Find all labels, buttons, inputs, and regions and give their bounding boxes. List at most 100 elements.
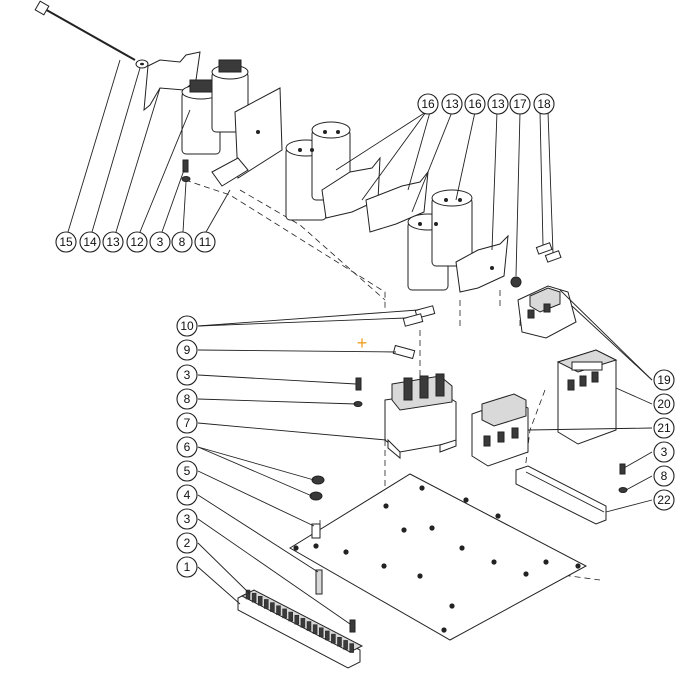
screw-3-right (619, 463, 626, 475)
svg-text:18: 18 (537, 97, 551, 111)
fuses-10 (402, 305, 436, 327)
callout-top-11: 11 (194, 231, 216, 253)
callout-left-1: 1 (176, 556, 198, 578)
callout-top-13: 13 (102, 231, 124, 253)
din-rail-22 (515, 465, 607, 525)
svg-text:7: 7 (184, 416, 191, 430)
callout-upper-18: 18 (533, 93, 555, 115)
svg-text:14: 14 (83, 235, 97, 249)
mounting-bracket-11 (211, 87, 283, 187)
callout-top-8: 8 (171, 231, 193, 253)
terminal-tooth (349, 643, 354, 653)
svg-text:21: 21 (657, 421, 671, 435)
callout-top-12: 12 (126, 231, 148, 253)
terminal-tooth (251, 592, 257, 603)
overload-relay-21 (471, 393, 529, 467)
svg-text:3: 3 (184, 368, 191, 382)
terminal-tooth (300, 618, 306, 628)
terminal-tooth (294, 614, 300, 625)
contactor-20 (556, 349, 618, 445)
svg-text:2: 2 (184, 536, 191, 550)
callout-left-8: 8 (176, 388, 198, 410)
screw-3-mid (355, 377, 362, 391)
terminal-tooth (276, 605, 281, 615)
svg-text:8: 8 (179, 235, 186, 249)
callout-left-9: 9 (176, 339, 198, 361)
callout-upper-17: 17 (509, 93, 531, 115)
callout-left-7: 7 (176, 412, 198, 434)
callout-right-21: 21 (653, 417, 675, 439)
washer-14 (135, 59, 149, 69)
terminal-tooth (245, 589, 251, 600)
callout-left-2: 2 (176, 532, 198, 554)
terminal-tooth (318, 627, 324, 638)
leader-lines (67, 59, 653, 625)
long-bolt (34, 0, 136, 61)
callout-left-3b: 3 (176, 508, 198, 530)
svg-text:4: 4 (184, 488, 191, 502)
svg-text:16: 16 (468, 97, 482, 111)
svg-text:12: 12 (130, 235, 144, 249)
bracket-13-right (455, 234, 509, 293)
screw-3-top (182, 159, 189, 173)
terminal-tooth (270, 602, 275, 612)
svg-text:11: 11 (199, 235, 212, 249)
svg-text:5: 5 (184, 464, 191, 478)
svg-text:1: 1 (184, 560, 191, 574)
svg-text:3: 3 (661, 445, 668, 459)
callout-left-3a: 3 (176, 364, 198, 386)
svg-text:22: 22 (657, 493, 671, 507)
callout-right-20: 20 (653, 393, 675, 415)
standoff-4 (315, 569, 323, 595)
fuse-9 (392, 344, 416, 360)
svg-text:16: 16 (421, 97, 435, 111)
terminal-tooth (343, 640, 348, 650)
terminal-tooth (282, 608, 287, 619)
screw-3-bottom (349, 619, 356, 633)
svg-text:13: 13 (445, 97, 459, 111)
washer-8-right (618, 487, 628, 493)
terminal-tooth (337, 637, 342, 647)
terminal-tooth (325, 630, 330, 641)
svg-text:9: 9 (184, 343, 191, 357)
terminal-tooth (306, 621, 312, 631)
plate-holes (293, 485, 581, 633)
bracket-16-right (365, 170, 429, 233)
fuse-blocks-19 (517, 285, 577, 339)
fuse-holder-7 (384, 373, 457, 460)
callout-right-19: 19 (653, 369, 675, 391)
svg-text:10: 10 (180, 319, 194, 333)
mounting-plate (289, 473, 588, 641)
svg-text:6: 6 (184, 440, 191, 454)
spacer-5 (311, 523, 321, 539)
nuts-6 (309, 475, 325, 501)
callout-left-5: 5 (176, 460, 198, 482)
callout-right-8: 8 (653, 465, 675, 487)
callout-right-22: 22 (653, 489, 675, 511)
bracket-13-middle (321, 156, 381, 219)
svg-text:13: 13 (106, 235, 120, 249)
callout-top-3: 3 (149, 231, 171, 253)
terminal-strip-teeth (245, 589, 354, 653)
svg-text:3: 3 (184, 512, 191, 526)
svg-text:20: 20 (657, 397, 671, 411)
fuses-18 (535, 242, 562, 263)
terminal-tooth (288, 611, 293, 622)
nut-17 (510, 276, 522, 288)
callout-upper-13a: 13 (441, 93, 463, 115)
svg-text:8: 8 (661, 469, 668, 483)
svg-text:3: 3 (157, 235, 164, 249)
callout-upper-13b: 13 (487, 93, 509, 115)
terminal-tooth (312, 624, 318, 634)
svg-text:13: 13 (491, 97, 505, 111)
terminal-strip-2 (237, 589, 364, 669)
svg-text:17: 17 (513, 97, 527, 111)
capacitor-pair-right (407, 189, 473, 291)
plus-marker-icon: + (357, 333, 368, 353)
svg-text:19: 19 (657, 373, 671, 387)
svg-text:15: 15 (59, 235, 73, 249)
callout-left-6: 6 (176, 436, 198, 458)
terminal-tooth (257, 596, 263, 606)
washer-8-top (181, 176, 191, 182)
